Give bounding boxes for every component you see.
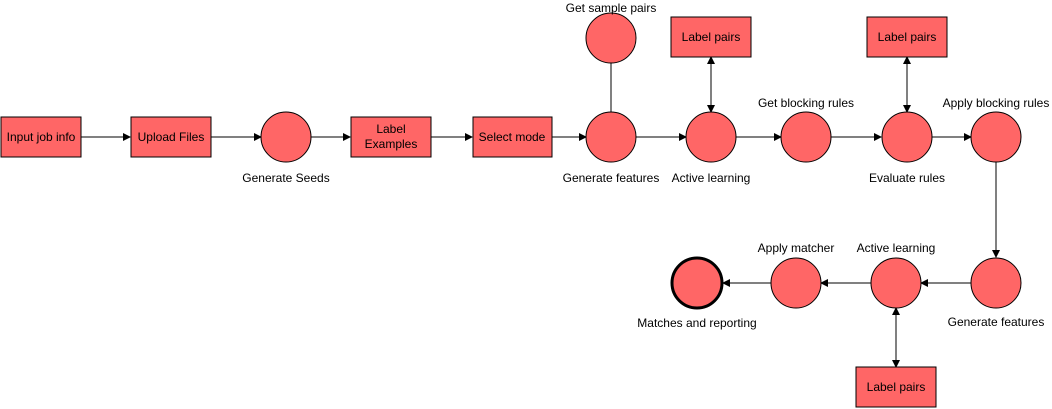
node-label-pairs-3: Label pairs xyxy=(855,366,937,408)
node-evaluate-rules-label: Evaluate rules xyxy=(869,171,945,185)
node-input-job-info: Input job info xyxy=(0,116,82,158)
node-label-pairs-2-label: Label pairs xyxy=(878,30,937,44)
node-matches-and-reporting-label: Matches and reporting xyxy=(637,316,756,330)
node-get-blocking-rules-label: Get blocking rules xyxy=(758,96,854,110)
node-generate-features-2: Generate features xyxy=(948,257,1045,329)
node-generate-features-2-label: Generate features xyxy=(948,315,1045,329)
node-label-pairs-1: Label pairs xyxy=(670,16,752,58)
node-generate-features-1-label: Generate features xyxy=(563,171,660,185)
node-generate-features-1: Generate features xyxy=(563,111,660,185)
node-active-learning-1: Active learning xyxy=(672,111,751,185)
node-label-examples: Label Examples xyxy=(350,116,432,158)
node-evaluate-rules: Evaluate rules xyxy=(869,111,945,185)
node-apply-matcher-label: Apply matcher xyxy=(758,241,835,255)
node-active-learning-1-label: Active learning xyxy=(672,171,751,185)
node-input-job-info-label: Input job info xyxy=(7,130,76,144)
node-apply-blocking-rules: Apply blocking rules xyxy=(943,96,1050,163)
node-get-sample-pairs: Get sample pairs xyxy=(566,1,657,64)
node-select-mode: Select mode xyxy=(472,116,553,158)
node-apply-matcher: Apply matcher xyxy=(758,241,835,309)
node-label-examples-label-line1: Label xyxy=(376,122,405,136)
node-select-mode-label: Select mode xyxy=(479,130,546,144)
node-get-blocking-rules: Get blocking rules xyxy=(758,96,854,163)
node-label-pairs-3-label: Label pairs xyxy=(867,380,926,394)
node-label-examples-label-line2: Examples xyxy=(365,137,418,151)
node-upload-files-label: Upload Files xyxy=(138,130,205,144)
node-active-learning-2: Active learning xyxy=(857,241,936,309)
node-matches-and-reporting: Matches and reporting xyxy=(637,256,757,330)
node-active-learning-2-label: Active learning xyxy=(857,241,936,255)
node-get-sample-pairs-label: Get sample pairs xyxy=(566,1,657,15)
node-label-pairs-2: Label pairs xyxy=(866,16,948,58)
node-label-pairs-1-label: Label pairs xyxy=(682,30,741,44)
node-upload-files: Upload Files xyxy=(130,116,212,158)
node-apply-blocking-rules-label: Apply blocking rules xyxy=(943,96,1050,110)
node-generate-seeds: Generate Seeds xyxy=(242,111,330,185)
node-generate-seeds-label: Generate Seeds xyxy=(242,171,329,185)
